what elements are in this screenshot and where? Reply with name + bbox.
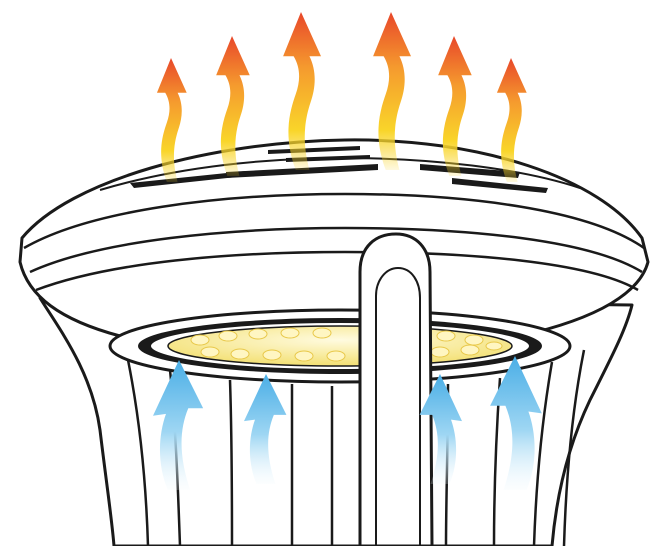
mounting-arm	[360, 234, 432, 546]
